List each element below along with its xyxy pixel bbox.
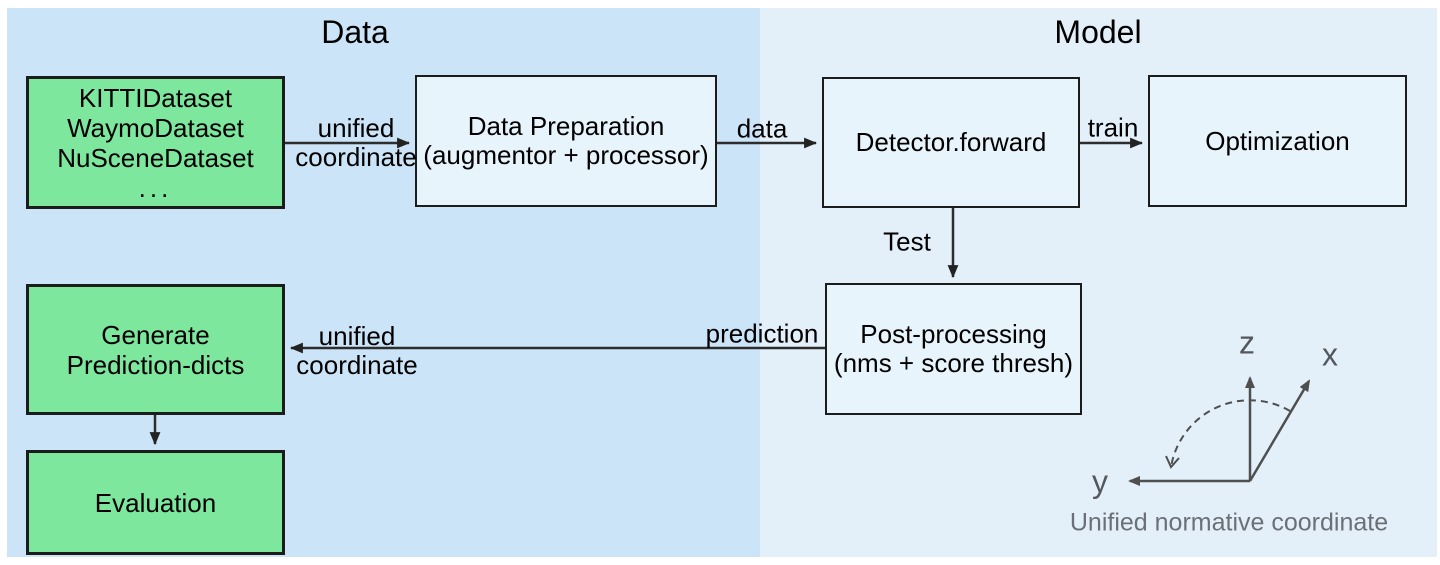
node-detector-forward: Detector.forward [822,77,1080,208]
node-post-processing-line2: (nms + score thresh) [833,348,1074,378]
node-data-preparation-line1: Data Preparation [467,111,665,141]
edge-label-unified-in-line2: coordinate [295,142,417,172]
node-datasets-line3: NuSceneDataset [57,142,254,173]
edge-label-prediction: prediction [705,318,819,349]
node-datasets-ellipsis: ... [138,172,173,203]
node-evaluation: Evaluation [26,450,285,555]
coordinate-caption: Unified normative coordinate [1069,508,1389,537]
axis-z-label: z [1239,324,1255,361]
edge-label-unified-coordinate-out: unified coordinate [296,322,417,380]
node-datasets-line2: WaymoDataset [67,112,244,143]
node-optimization: Optimization [1148,75,1407,207]
node-detector-forward-label: Detector.forward [855,127,1047,157]
node-optimization-label: Optimization [1205,125,1350,156]
node-generate-prediction-dicts: Generate Prediction-dicts [26,284,285,415]
edge-label-unified-in-line1: unified [317,113,395,143]
edge-label-unified-coordinate-in: unified coordinate [295,114,416,172]
axis-y-label: y [1092,463,1108,500]
node-generate-line1: Generate [101,319,210,350]
node-datasets-line1: KITTIDataset [78,82,233,113]
edge-label-unified-out-line2: coordinate [296,350,418,380]
node-data-preparation: Data Preparation (augmentor + processor) [415,75,717,207]
data-region-title: Data [321,14,389,50]
node-data-preparation-line2: (augmentor + processor) [423,140,709,170]
edge-label-unified-out-line1: unified [318,321,396,351]
edge-label-train: train [1087,112,1139,143]
node-post-processing-line1: Post-processing [860,319,1047,349]
node-generate-line2: Prediction-dicts [66,349,245,380]
axis-x-label: x [1322,336,1338,373]
model-region-title: Model [1054,14,1142,50]
edge-label-test: Test [883,226,931,257]
node-evaluation-label: Evaluation [94,487,217,518]
edge-label-data: data [736,113,788,144]
node-datasets: KITTIDataset WaymoDataset NuSceneDataset… [26,76,285,209]
node-post-processing: Post-processing (nms + score thresh) [825,283,1082,415]
